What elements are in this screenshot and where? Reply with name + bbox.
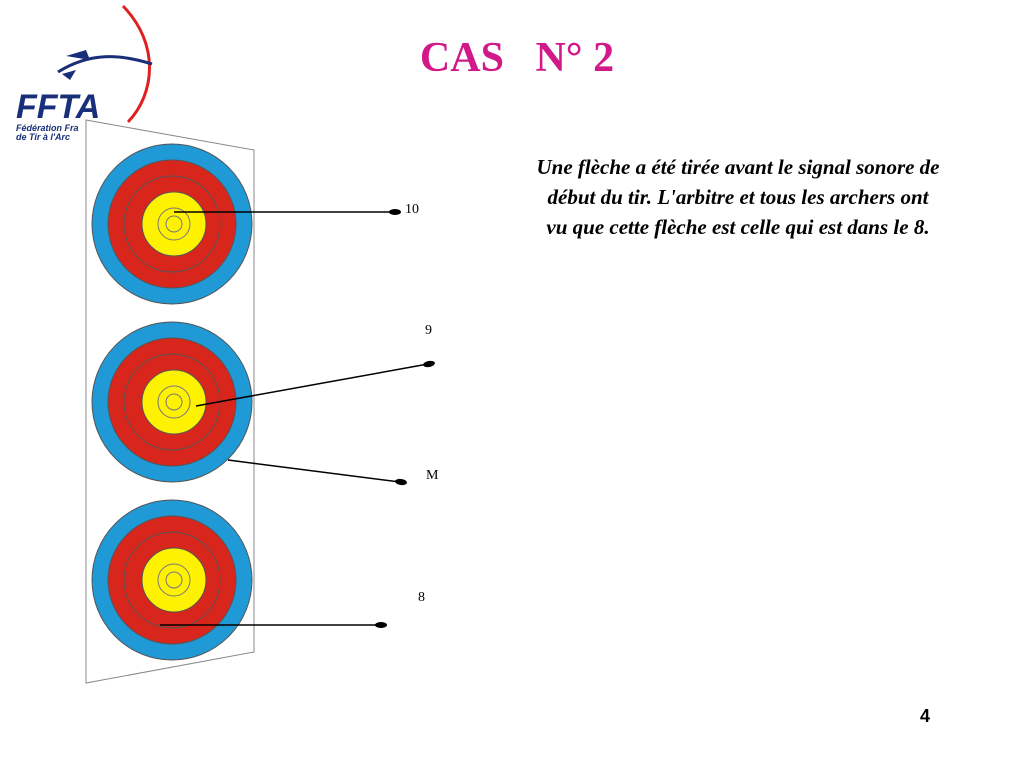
arrow-miss [228, 460, 407, 486]
arrow-label-m: M [426, 468, 438, 484]
target-bottom [92, 500, 252, 660]
arrow-label-10: 10 [405, 202, 419, 218]
case-description: Une flèche a été tirée avant le signal s… [536, 152, 940, 242]
target-middle [92, 322, 252, 482]
page-number: 4 [920, 706, 930, 727]
arrow-label-9: 9 [425, 323, 432, 339]
arrow-label-8: 8 [418, 590, 425, 606]
target-top [92, 144, 252, 304]
